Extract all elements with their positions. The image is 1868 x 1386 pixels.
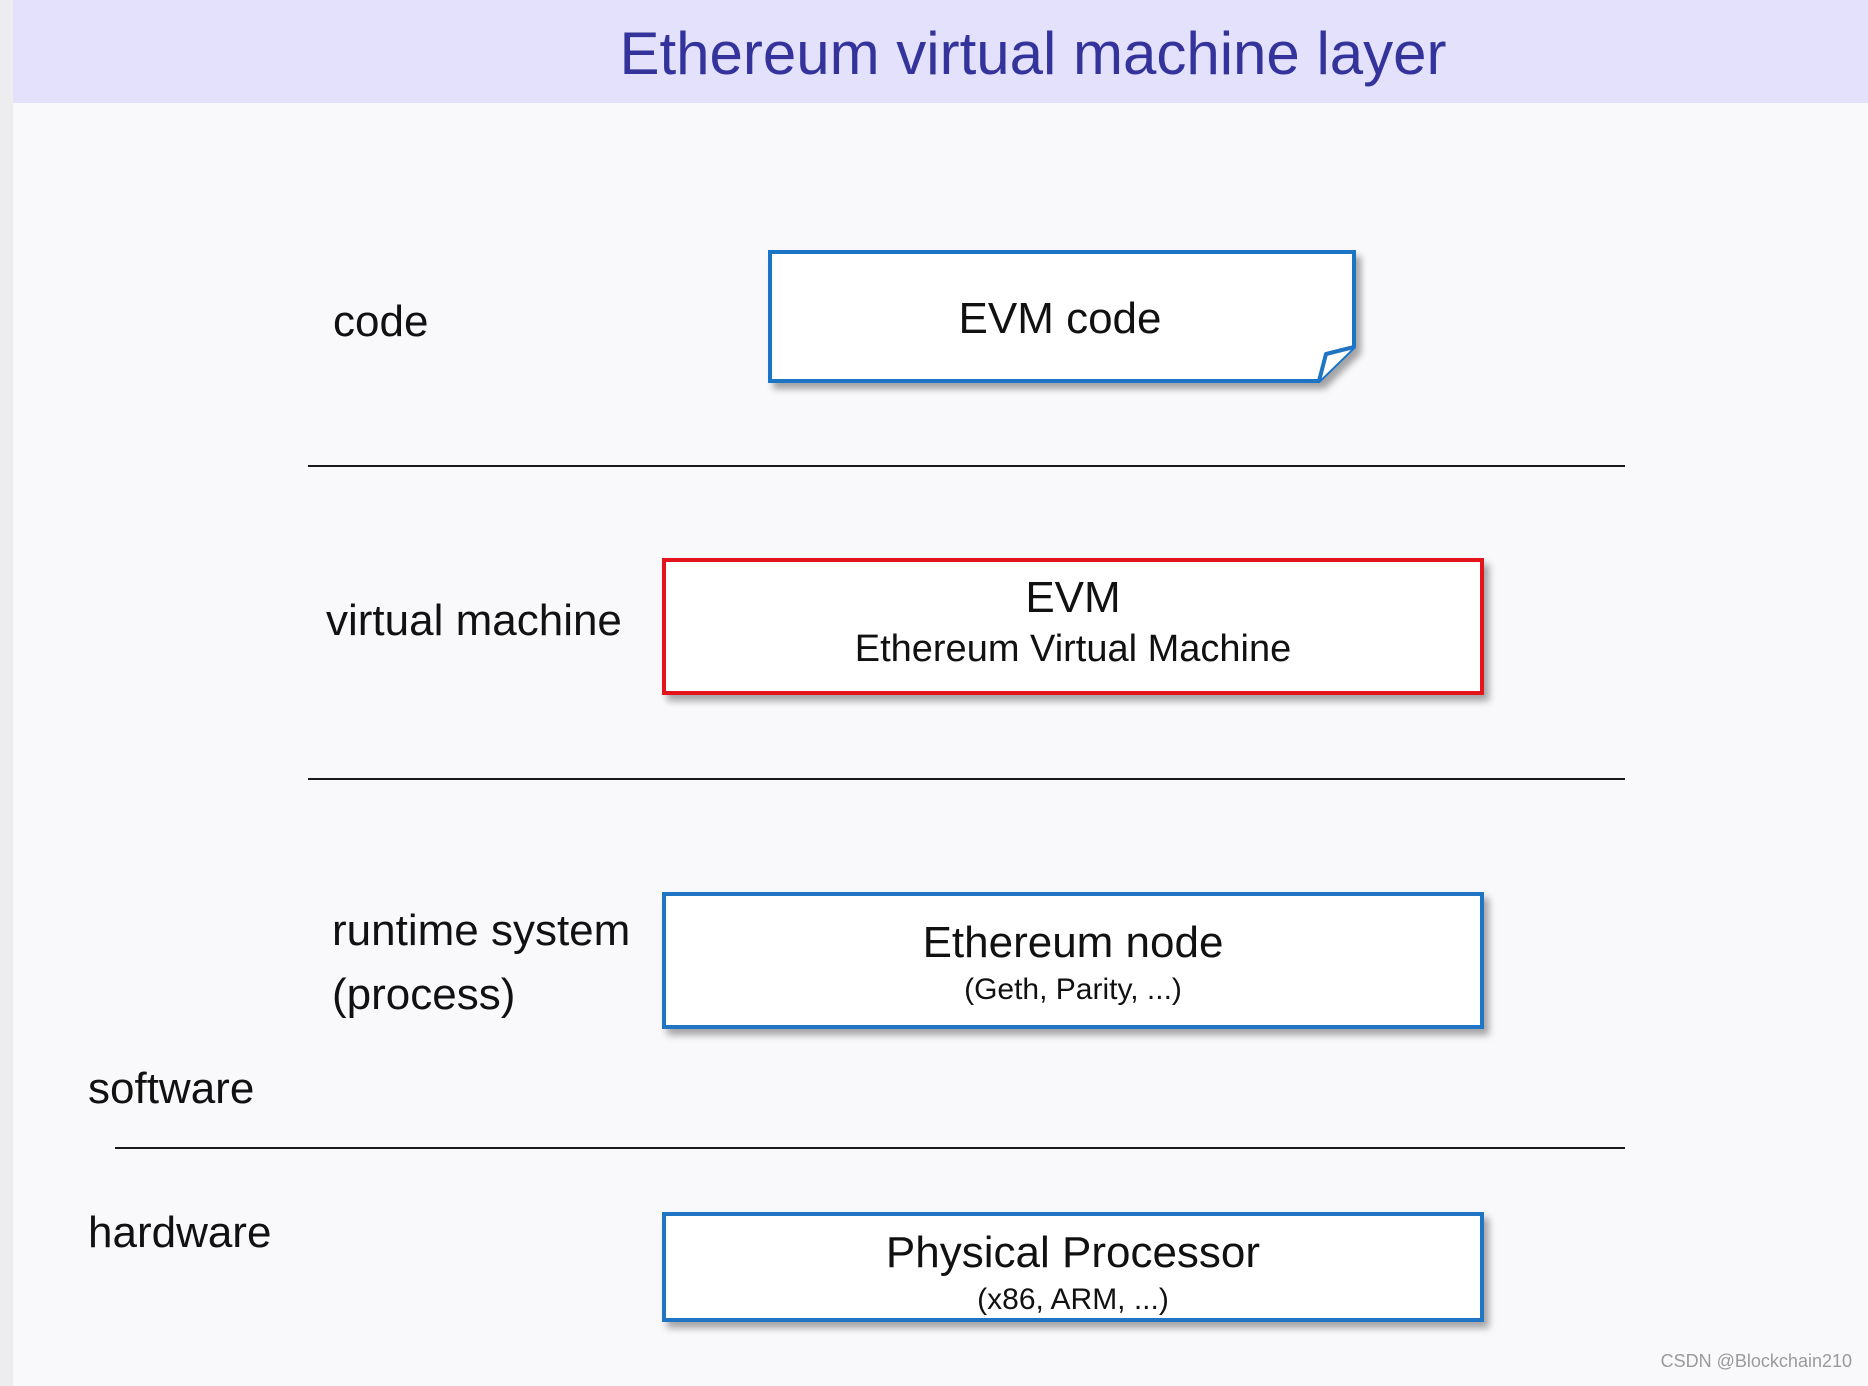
evm-box-subtitle: Ethereum Virtual Machine [854,628,1292,670]
layer-label-code: code [333,297,429,346]
physical-processor-box-subtitle: (x86, ARM, ...) [977,1283,1169,1316]
ethereum-node-box-subtitle: (Geth, Parity, ...) [964,973,1182,1006]
evm-box-title: EVM [1025,573,1121,622]
divider-code-vm [308,465,1625,467]
evm-code-document-shape: EVM code [768,250,1358,390]
divider-software-hardware [115,1147,1625,1149]
divider-vm-runtime [308,778,1625,780]
watermark: CSDN @Blockchain210 [1660,1351,1852,1371]
document-icon [768,250,1356,383]
ethereum-node-box: Ethereum node (Geth, Parity, ...) [662,892,1484,1029]
title-band [13,0,1868,103]
layer-label-virtual-machine: virtual machine [326,596,622,645]
ethereum-node-box-title: Ethereum node [922,918,1224,967]
layer-label-process: (process) [332,970,516,1019]
layer-label-runtime-system: runtime system [332,906,631,955]
evm-code-label: EVM code [958,294,1162,343]
left-margin-bar [0,0,13,1386]
software-label: software [88,1064,255,1113]
physical-processor-box-title: Physical Processor [885,1228,1261,1277]
physical-processor-box: Physical Processor (x86, ARM, ...) [662,1212,1484,1322]
layer-label-hardware: hardware [88,1208,272,1257]
evm-box: EVM Ethereum Virtual Machine [662,558,1484,695]
slide-title: Ethereum virtual machine layer [619,20,1447,87]
